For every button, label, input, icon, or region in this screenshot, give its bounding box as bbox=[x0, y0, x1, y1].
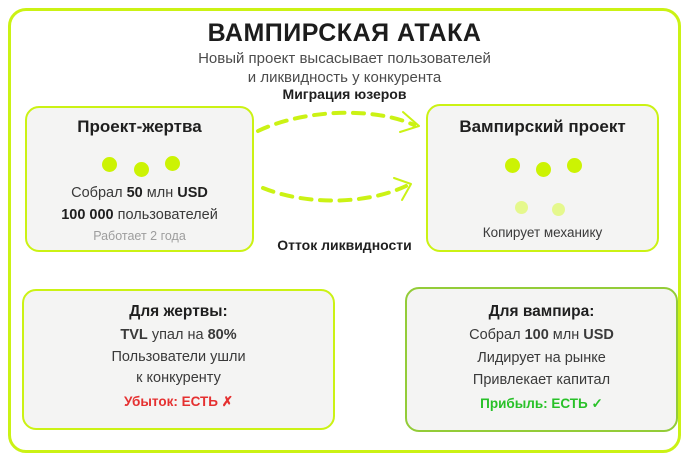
vampire-project-card: Вампирский проект Копирует механику bbox=[426, 104, 659, 252]
vampire-raised-stat: Собрал 100 млн USD bbox=[407, 327, 676, 343]
vampire-outcome-line2: Лидирует на рынке bbox=[477, 350, 606, 366]
user-dot bbox=[536, 162, 551, 177]
raised-amount: 100 bbox=[524, 327, 549, 343]
victim-raised-stat: Собрал 50 млн USD bbox=[27, 185, 252, 201]
users-amount: 100 000 bbox=[61, 207, 114, 223]
new-user-dot bbox=[515, 201, 528, 214]
raised-unit: млн bbox=[552, 327, 580, 343]
users-suffix: пользователей bbox=[117, 207, 218, 223]
raised-prefix: Собрал bbox=[469, 327, 521, 343]
user-dot bbox=[165, 156, 180, 171]
new-user-dot bbox=[552, 203, 565, 216]
raised-currency: USD bbox=[583, 327, 614, 343]
victim-users-stat: 100 000 пользователей bbox=[27, 207, 252, 223]
victim-project-title: Проект-жертва bbox=[77, 117, 202, 136]
page-subtitle-line2: и ликвидность у конкурента bbox=[247, 69, 442, 86]
victim-project-card: Проект-жертва Собрал 50 млн USD 100 000 … bbox=[25, 106, 254, 252]
tvl-label: TVL bbox=[120, 327, 148, 343]
vampire-outcome-title: Для вампира: bbox=[488, 303, 595, 320]
user-dot bbox=[505, 158, 520, 173]
profit-status-badge: Прибыль: ЕСТЬ ✓ bbox=[480, 396, 603, 411]
vampire-outcome-card: Для вампира: Собрал 100 млн USD Лидирует… bbox=[405, 287, 678, 432]
loss-status-badge: Убыток: ЕСТЬ ✗ bbox=[123, 394, 234, 409]
users-migration-label: Миграция юзеров bbox=[282, 86, 407, 102]
page-subtitle-line1: Новый проект высасывает пользователей bbox=[198, 50, 491, 67]
raised-unit: млн bbox=[146, 185, 174, 201]
tvl-percent: 80% bbox=[207, 327, 237, 343]
vampire-project-title: Вампирский проект bbox=[459, 117, 626, 136]
vampire-outcome-line3: Привлекает капитал bbox=[472, 372, 611, 388]
raised-amount: 50 bbox=[126, 185, 143, 201]
victim-tvl-stat: TVL упал на 80% bbox=[24, 327, 333, 343]
victim-outcome-card: Для жертвы: TVL упал на 80% Пользователи… bbox=[22, 289, 335, 430]
user-dot bbox=[102, 157, 117, 172]
users-migration-arrow bbox=[256, 110, 420, 133]
victim-outcome-title: Для жертвы: bbox=[129, 303, 228, 320]
user-dot bbox=[134, 162, 149, 177]
victim-outcome-line2: Пользователи ушли bbox=[111, 349, 246, 365]
tvl-mid: упал на bbox=[151, 327, 204, 343]
victim-outcome-line3: к конкуренту bbox=[136, 370, 221, 386]
liquidity-outflow-label: Отток ликвидности bbox=[277, 237, 412, 253]
vampire-note: Копирует механику bbox=[482, 225, 603, 240]
liquidity-outflow-arrow bbox=[261, 177, 412, 203]
raised-currency: USD bbox=[177, 185, 208, 201]
flow-arrows bbox=[256, 110, 420, 203]
victim-age: Работает 2 года bbox=[93, 229, 186, 243]
user-dot bbox=[567, 158, 582, 173]
page-title: ВАМПИРСКАЯ АТАКА bbox=[207, 19, 482, 47]
raised-prefix: Собрал bbox=[71, 185, 123, 201]
